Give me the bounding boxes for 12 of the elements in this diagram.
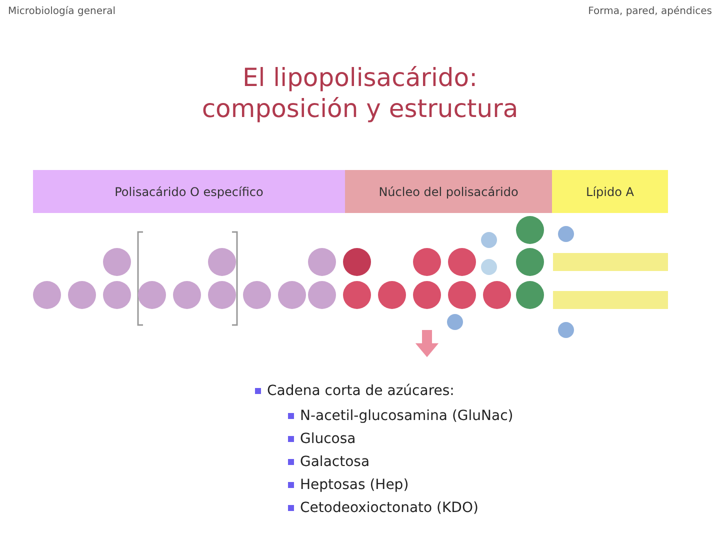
bullet-item: Heptosas (Hep) bbox=[288, 477, 409, 493]
slide-title: El lipopolisacárido: composición y estructura bbox=[200, 62, 520, 124]
bullet-item: Glucosa bbox=[288, 431, 356, 447]
bullet-item: N-acetil-glucosamina (GluNac) bbox=[288, 408, 514, 424]
header-text: Microbiología general bbox=[8, 6, 116, 17]
section-band: Lípido A bbox=[552, 170, 668, 213]
bullet-item: Cadena corta de azúcares: bbox=[255, 383, 454, 399]
bullet-item: Cetodeoxioctonato (KDO) bbox=[288, 500, 478, 516]
section-band: Polisacárido O específico bbox=[33, 170, 345, 213]
bullet-item: Galactosa bbox=[288, 454, 370, 470]
header-text: Forma, pared, apéndices bbox=[588, 6, 712, 17]
section-band: Núcleo del polisacárido bbox=[345, 170, 552, 213]
